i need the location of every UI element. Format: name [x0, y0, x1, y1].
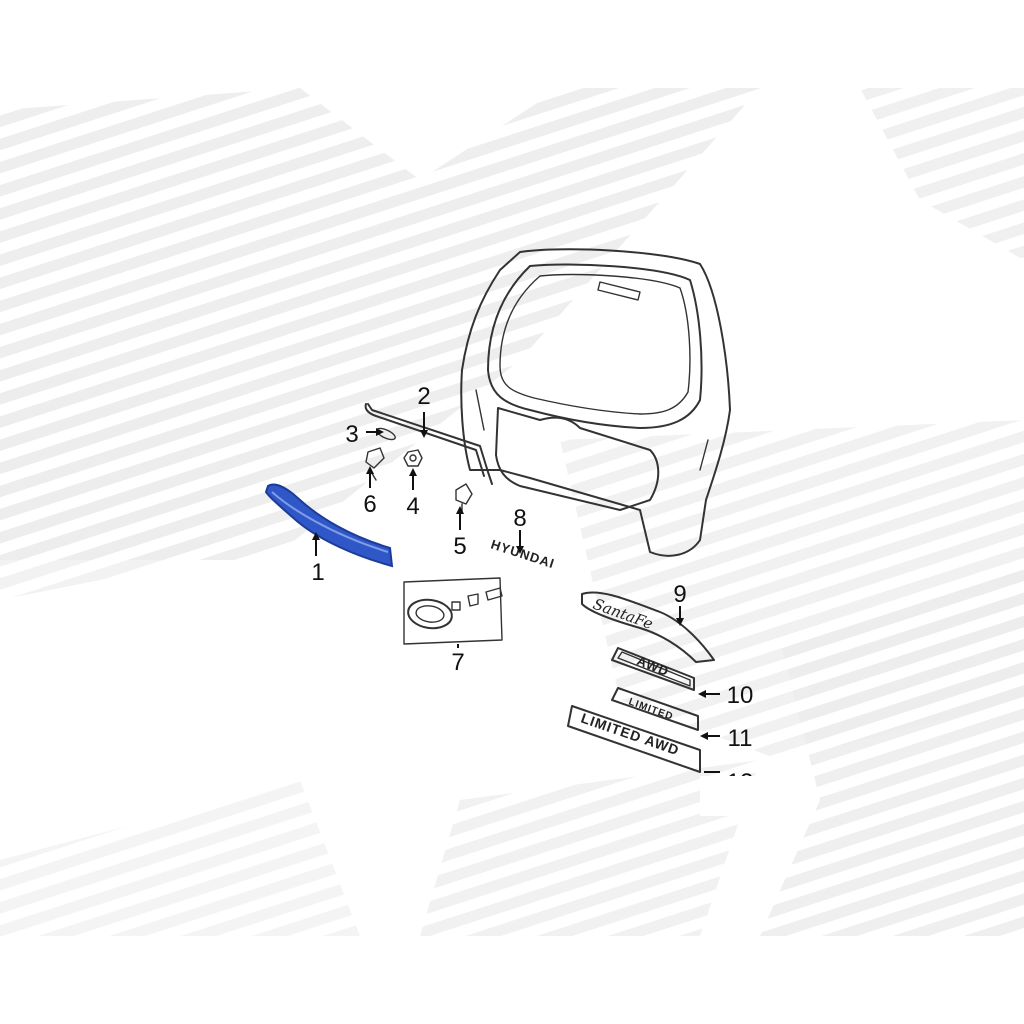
emblem-kit-part-7[interactable]: [403, 577, 503, 645]
leader-arrows: [312, 412, 720, 773]
molding-part-1[interactable]: [264, 483, 394, 568]
callout-11: 11: [728, 725, 753, 752]
nut-part-4[interactable]: [403, 449, 423, 467]
callout-8: 8: [513, 505, 526, 532]
callout-9: 9: [673, 581, 686, 608]
trim-strip-part-2[interactable]: [364, 403, 493, 485]
callout-3: 3: [345, 421, 358, 448]
callout-7: 7: [451, 649, 464, 676]
callout-2: 2: [417, 383, 430, 410]
watermark: [0, 88, 1024, 936]
callout-4: 4: [406, 493, 419, 520]
crop-mask: [700, 776, 780, 816]
callout-5: 5: [453, 533, 466, 560]
callout-6: 6: [363, 491, 376, 518]
tailgate: [460, 248, 731, 557]
callout-1: 1: [311, 559, 324, 586]
callout-10: 10: [727, 682, 754, 709]
